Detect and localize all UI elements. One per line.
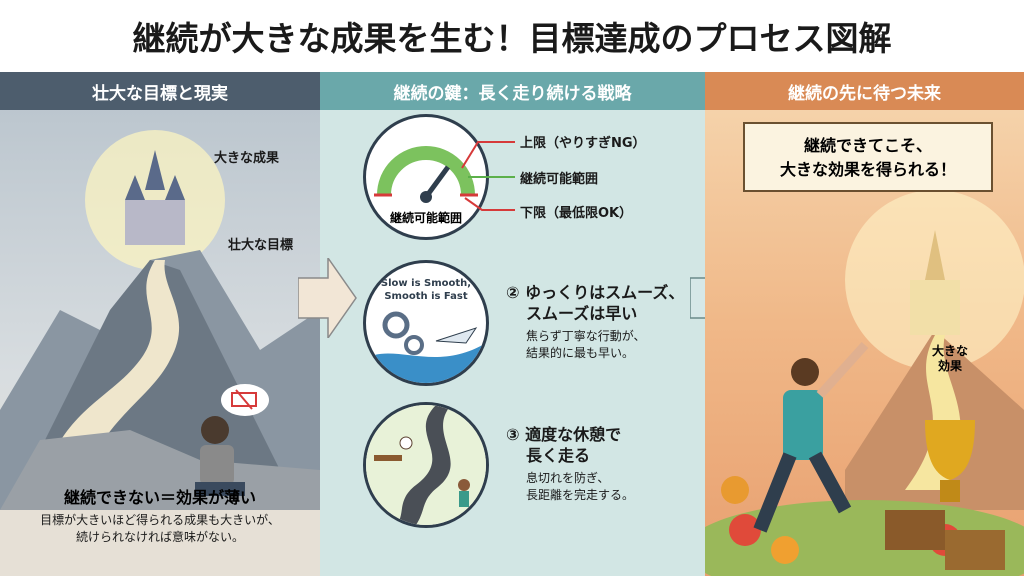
banner-line: 継続できてこそ、: [803, 136, 932, 155]
lower-limit-label: 下限（最低限OK）: [520, 206, 633, 221]
mountain-label: 壮大な目標: [228, 238, 294, 253]
banner: 継続できてこそ、 大きな効果を得られる！: [743, 122, 993, 192]
low-battery-icon: [231, 392, 257, 407]
item2-body: 結果的に最も早い。: [526, 346, 635, 360]
item3-body: 息切れを防ぎ、: [526, 471, 610, 485]
left-heading: 継続できない＝効果が薄い: [63, 488, 256, 507]
range-label: 継続可能範囲: [520, 172, 599, 187]
item2-body: 焦らず丁寧な行動が、: [526, 329, 646, 343]
banner-line: 大きな効果を得られる！: [779, 160, 956, 179]
castle-icon: [910, 280, 960, 335]
treasure-chest-icon: [945, 530, 1005, 570]
person-body: [200, 445, 234, 485]
item3-title: ③ 適度な休憩で: [506, 425, 622, 444]
item2-title: スムーズは早い: [526, 304, 638, 323]
trophy-label: 大きな: [931, 344, 968, 358]
bench-icon: [374, 455, 402, 461]
man-body: [783, 390, 823, 460]
item2-title: ② ゆっくりはスムーズ、: [506, 283, 685, 302]
arrow-right-icon: [298, 258, 357, 338]
gauge-leaders: [461, 141, 515, 211]
path: [40, 260, 180, 490]
smooth-text: Slow is Smooth,: [380, 278, 472, 289]
panel-strategy: 継続の鍵：長く走り続ける戦略 継続可能範囲 上限（やりすぎNG） 継続可能範囲 …: [320, 72, 705, 576]
road-runner-icon: [366, 405, 486, 525]
trophy-label: 効果: [937, 359, 962, 373]
gears-boat-icon: [366, 311, 486, 383]
smooth-text: Smooth is Fast: [384, 291, 468, 302]
left-body-line: 続けられなければ意味がない。: [75, 530, 244, 544]
item3-body: 長距離を完走する。: [526, 488, 635, 502]
person-head: [201, 416, 229, 444]
man-head: [791, 358, 819, 386]
gauge-caption: 継続可能範囲: [389, 211, 462, 225]
runner-icon: [458, 479, 470, 491]
panel-header: 継続の鍵：長く走り続ける戦略: [320, 72, 705, 110]
smooth-circle: Slow is Smooth, Smooth is Fast: [363, 260, 489, 386]
upper-limit-label: 上限（やりすぎNG）: [520, 136, 646, 151]
panel-reality: 壮大な目標と現実 大きな成果 壮大な目標 継続できない＝効果が薄い 目標が大きい…: [0, 72, 320, 576]
castle-icon: [125, 200, 185, 245]
rest-circle: [363, 402, 489, 528]
page-title: 継続が大きな成果を生む！目標達成のプロセス図解: [0, 0, 1024, 72]
castle-label: 大きな成果: [214, 151, 280, 166]
panel-header: 壮大な目標と現実: [0, 72, 320, 110]
left-body-line: 目標が大きいほど得られる成果も大きいが、: [40, 513, 280, 527]
treasure-chest-icon: [885, 510, 945, 550]
panel-header: 継続の先に待つ未来: [705, 72, 1024, 110]
trophy-icon: [925, 420, 975, 480]
future-illustration: [705, 190, 1024, 576]
item3-title: 長く走る: [526, 446, 591, 465]
panel-future: 継続の先に待つ未来 継続できてこそ、 大きな効果を得られる！ 大きな 効果: [705, 72, 1024, 576]
coffee-icon: [399, 436, 413, 450]
mountain-illustration: [0, 130, 320, 576]
gauge-icon: [374, 146, 478, 203]
